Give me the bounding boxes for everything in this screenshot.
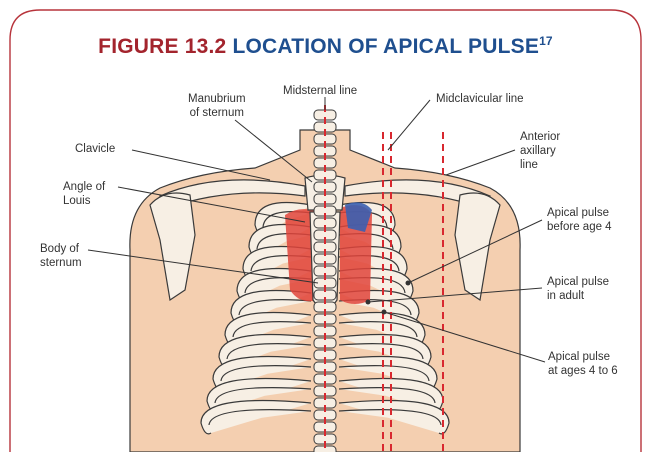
- figure-title: FIGURE 13.2 LOCATION OF APICAL PULSE17: [0, 34, 651, 59]
- figure-citation: 17: [539, 34, 553, 48]
- spine: [314, 110, 336, 452]
- apical-pulse-dot-4-to-6: [382, 310, 387, 315]
- label-manubrium: Manubrium of sternum: [188, 92, 246, 120]
- apical-pulse-dot-adult: [366, 300, 371, 305]
- apical-pulse-dot-before-4: [406, 281, 411, 286]
- label-midsternal-line: Midsternal line: [283, 84, 357, 98]
- figure-title-text: LOCATION OF APICAL PULSE: [232, 35, 539, 58]
- label-apical-before-4: Apical pulse before age 4: [547, 206, 612, 234]
- figure-number: FIGURE 13.2: [98, 35, 226, 58]
- label-clavicle: Clavicle: [75, 142, 115, 156]
- label-angle-of-louis: Angle of Louis: [63, 180, 105, 208]
- label-apical-4-to-6: Apical pulse at ages 4 to 6: [548, 350, 618, 378]
- label-apical-adult: Apical pulse in adult: [547, 275, 609, 303]
- label-midclavicular-line: Midclavicular line: [436, 92, 524, 106]
- label-anterior-axillary-line: Anterior axillary line: [520, 130, 560, 172]
- label-body-of-sternum: Body of sternum: [40, 242, 82, 270]
